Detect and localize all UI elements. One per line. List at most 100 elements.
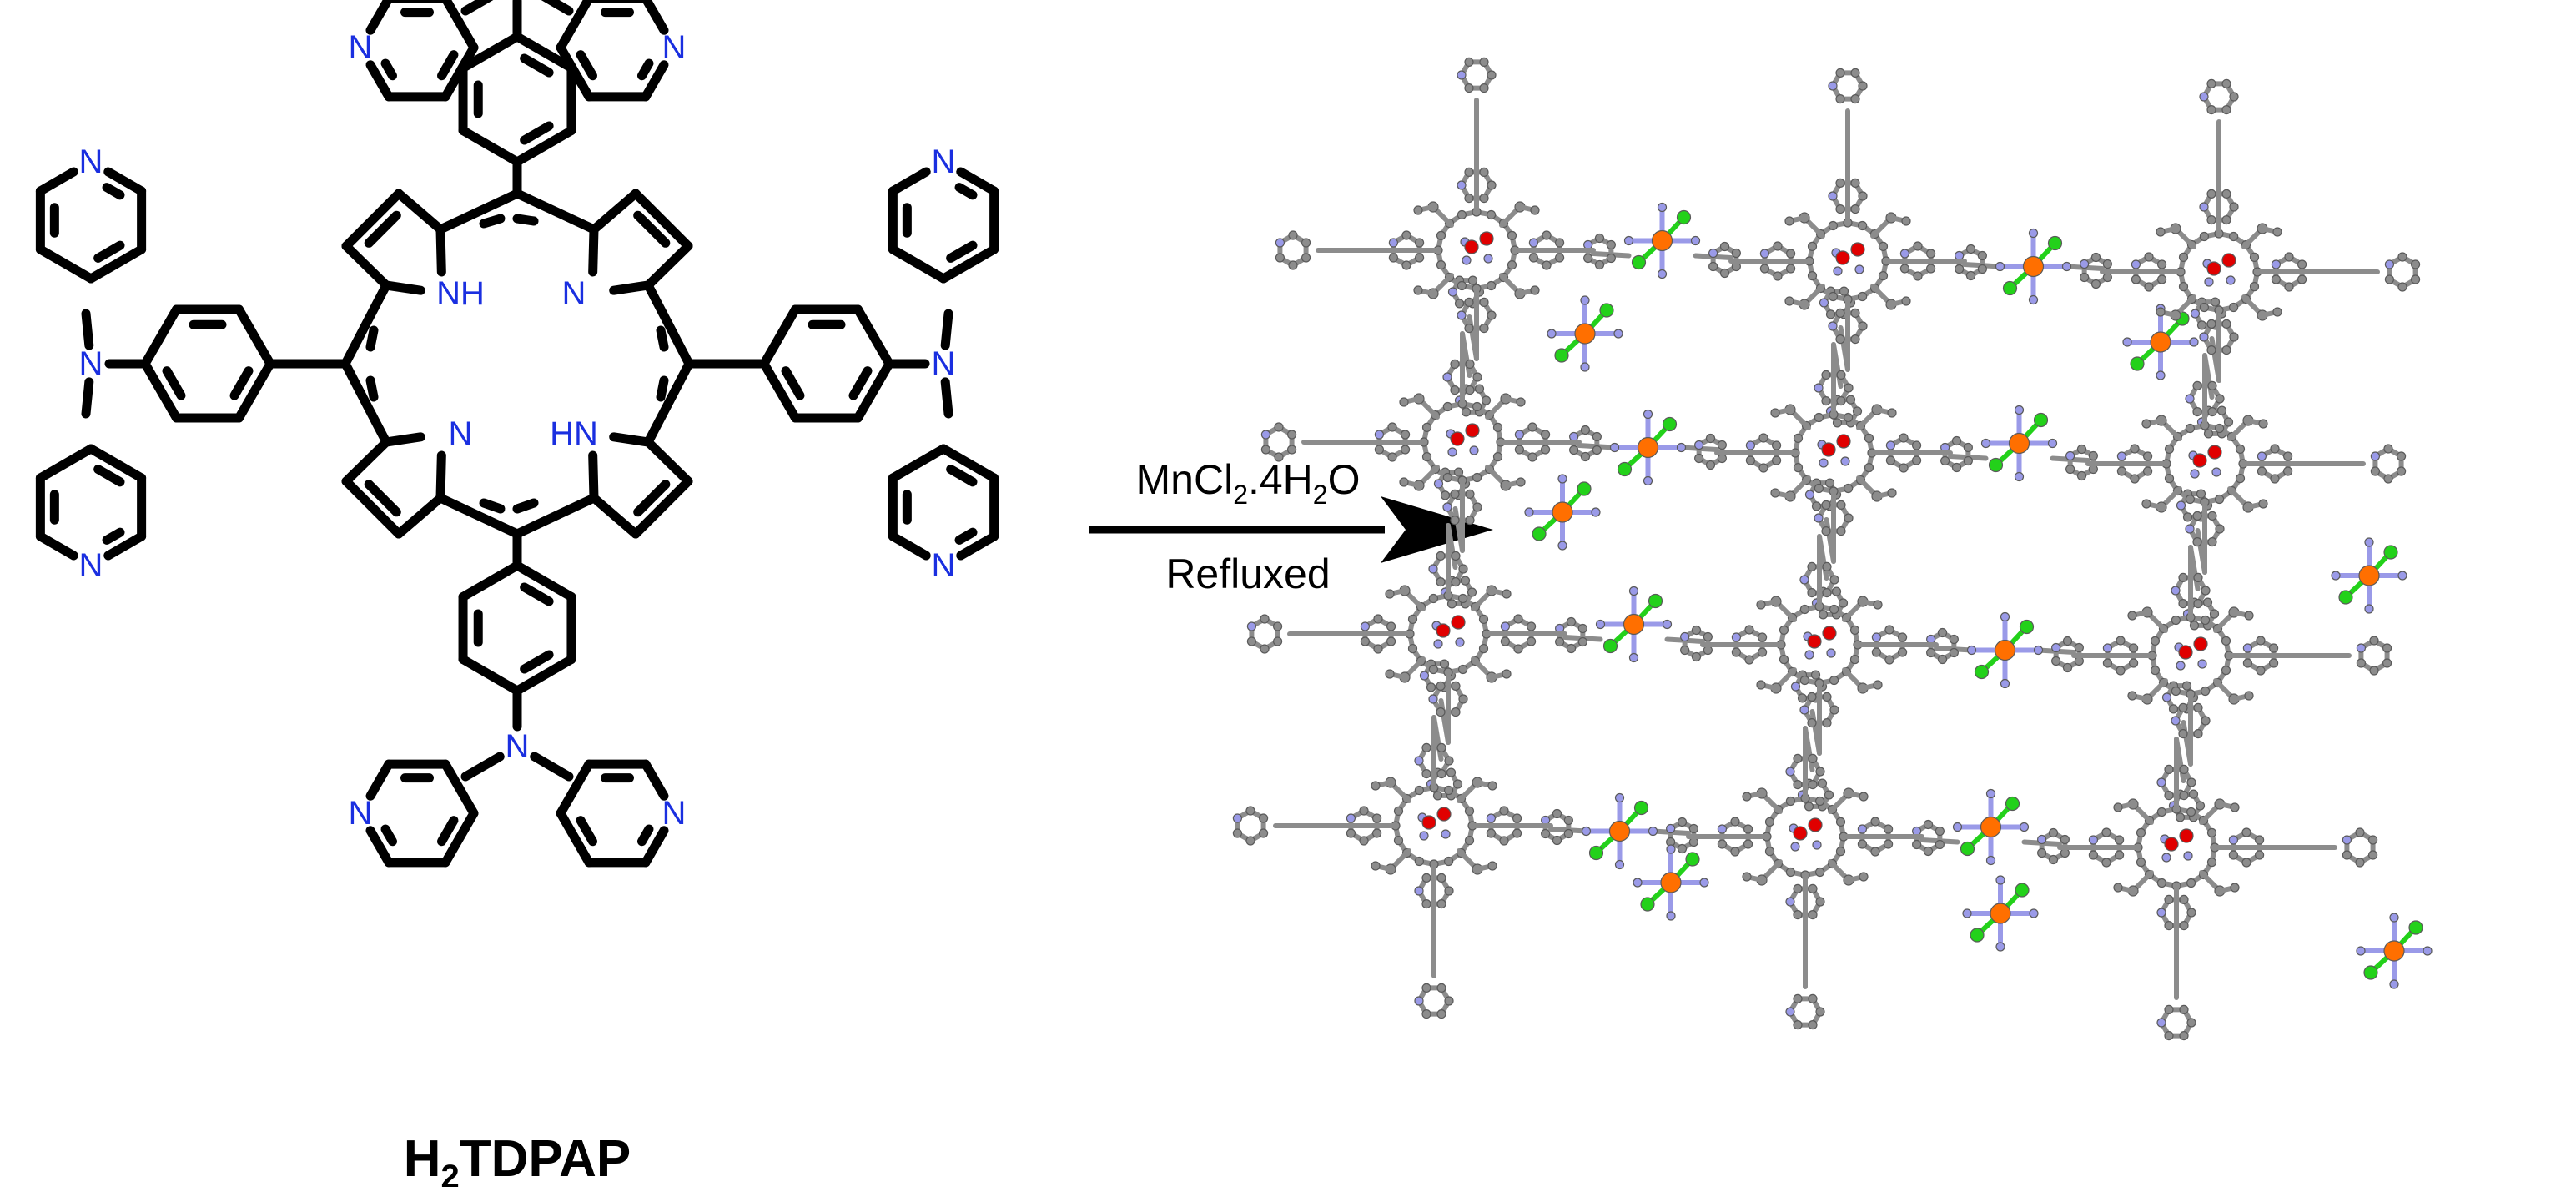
network-atom (1583, 253, 1593, 264)
network-atom (1965, 244, 1976, 254)
network-atom (2207, 406, 2217, 417)
network-n-atom (2190, 469, 2200, 479)
network-atom (1516, 397, 1526, 407)
network-atom (1592, 445, 1602, 455)
network-atom (1387, 422, 1397, 432)
network-o-atom (1465, 423, 1480, 438)
pyridyl-B-r-bond (641, 826, 669, 868)
pyridyl-T-l-bond (440, 43, 479, 102)
pyrrole-n-b (588, 224, 599, 277)
network-atom (1274, 452, 1284, 462)
network-atom (1850, 178, 1860, 189)
network-atom (2189, 621, 2200, 631)
meso-double (512, 214, 539, 226)
network-n-atom (2028, 294, 2039, 305)
network-atom (1835, 204, 1845, 214)
network-atom (1401, 230, 1411, 240)
pyridyl-R-t-bond (888, 167, 931, 196)
network-cl-atom (1662, 416, 1678, 432)
network-atom (1770, 408, 1780, 418)
network-atom (1901, 216, 1911, 226)
network-atom (1286, 445, 1297, 455)
network-atom (1730, 847, 1740, 857)
network-atom (1387, 452, 1397, 462)
network-atom (2203, 429, 2214, 439)
network-atom (1824, 790, 1834, 800)
network-atom (1849, 655, 1860, 665)
network-atom (2144, 282, 2154, 292)
network-atom (1793, 1019, 1803, 1030)
network-n-atom (1628, 586, 1639, 596)
meso-double (512, 498, 539, 514)
pyrrole-n-b-label: N (562, 275, 586, 312)
network-atom (2090, 252, 2101, 263)
network-atom (2282, 466, 2293, 476)
network-o-atom (1479, 231, 1494, 246)
network-n-atom (2197, 659, 2207, 669)
network-cl-atom (2363, 965, 2378, 980)
network-atom (2113, 802, 2123, 812)
pyridyl-R-b-bond (888, 444, 948, 483)
ligand-bonds (35, 0, 999, 868)
network-atom (2179, 1004, 2189, 1015)
network-atom (1743, 824, 1753, 834)
network-atom (1758, 463, 1768, 473)
network-atom (2383, 474, 2393, 484)
network-atom (1717, 839, 1728, 849)
network-atom (2171, 716, 2181, 726)
network-atom (1500, 621, 1511, 631)
network-n-atom (1676, 442, 1687, 453)
network-atom (1606, 253, 1616, 264)
network-atom (1467, 587, 1477, 597)
network-atom (1451, 707, 1461, 717)
network-atom (1514, 430, 1525, 440)
pyridyl-L-b-bond (35, 444, 96, 483)
network-atom (1912, 839, 1922, 850)
network-n-atom (1595, 619, 1606, 630)
network-atom (1554, 253, 1565, 263)
network-atom (2102, 658, 2113, 668)
network-atom (1844, 383, 1854, 393)
phenyl-R-bond (759, 304, 800, 369)
network-atom (1838, 598, 1849, 608)
network-atom (1428, 564, 1438, 574)
network-atom (1844, 412, 1854, 423)
network-atom (1428, 664, 1438, 675)
network-atom (2370, 466, 2381, 476)
network-n-atom (1483, 254, 1493, 264)
network-atom (1566, 616, 1577, 627)
network-n-atom (1666, 844, 1676, 854)
network-o-atom (1793, 826, 1808, 841)
network-atom (2199, 332, 2209, 342)
network-atom (1859, 792, 1869, 802)
network-atom (2242, 658, 2253, 668)
network-atom (1923, 846, 1934, 857)
network-n-atom (1666, 911, 1676, 921)
pyridyl-B-l-double-bond (436, 816, 459, 847)
network-atom (1414, 886, 1424, 896)
network-atom (1450, 359, 1460, 370)
network-atom (1260, 445, 1271, 455)
phenyl-B-bond (458, 655, 522, 696)
network-atom (1785, 796, 1795, 807)
pyrrole-nh-a-label: NH (436, 275, 485, 312)
network-atom (2080, 259, 2090, 269)
network-atom (1756, 680, 1766, 690)
pyridyl-T-r-bond (556, 43, 594, 102)
network-atom (1478, 614, 1489, 624)
network-atom (1793, 433, 1804, 443)
network-atom (1301, 253, 1311, 263)
network-atom (1785, 1007, 1795, 1017)
meso-double (479, 214, 506, 229)
network-atom (1446, 767, 1457, 777)
network-atom (1457, 310, 1467, 320)
network-n-atom (1648, 826, 1658, 837)
phenyl-R-bond (759, 359, 800, 423)
network-atom (2199, 231, 2209, 242)
network-atom (2185, 423, 2195, 434)
network-atom (2178, 252, 2189, 262)
network-atom (2221, 345, 2231, 355)
network-atom (2102, 259, 2112, 269)
network-atom (1835, 847, 1846, 857)
network-atom (1288, 260, 1298, 270)
